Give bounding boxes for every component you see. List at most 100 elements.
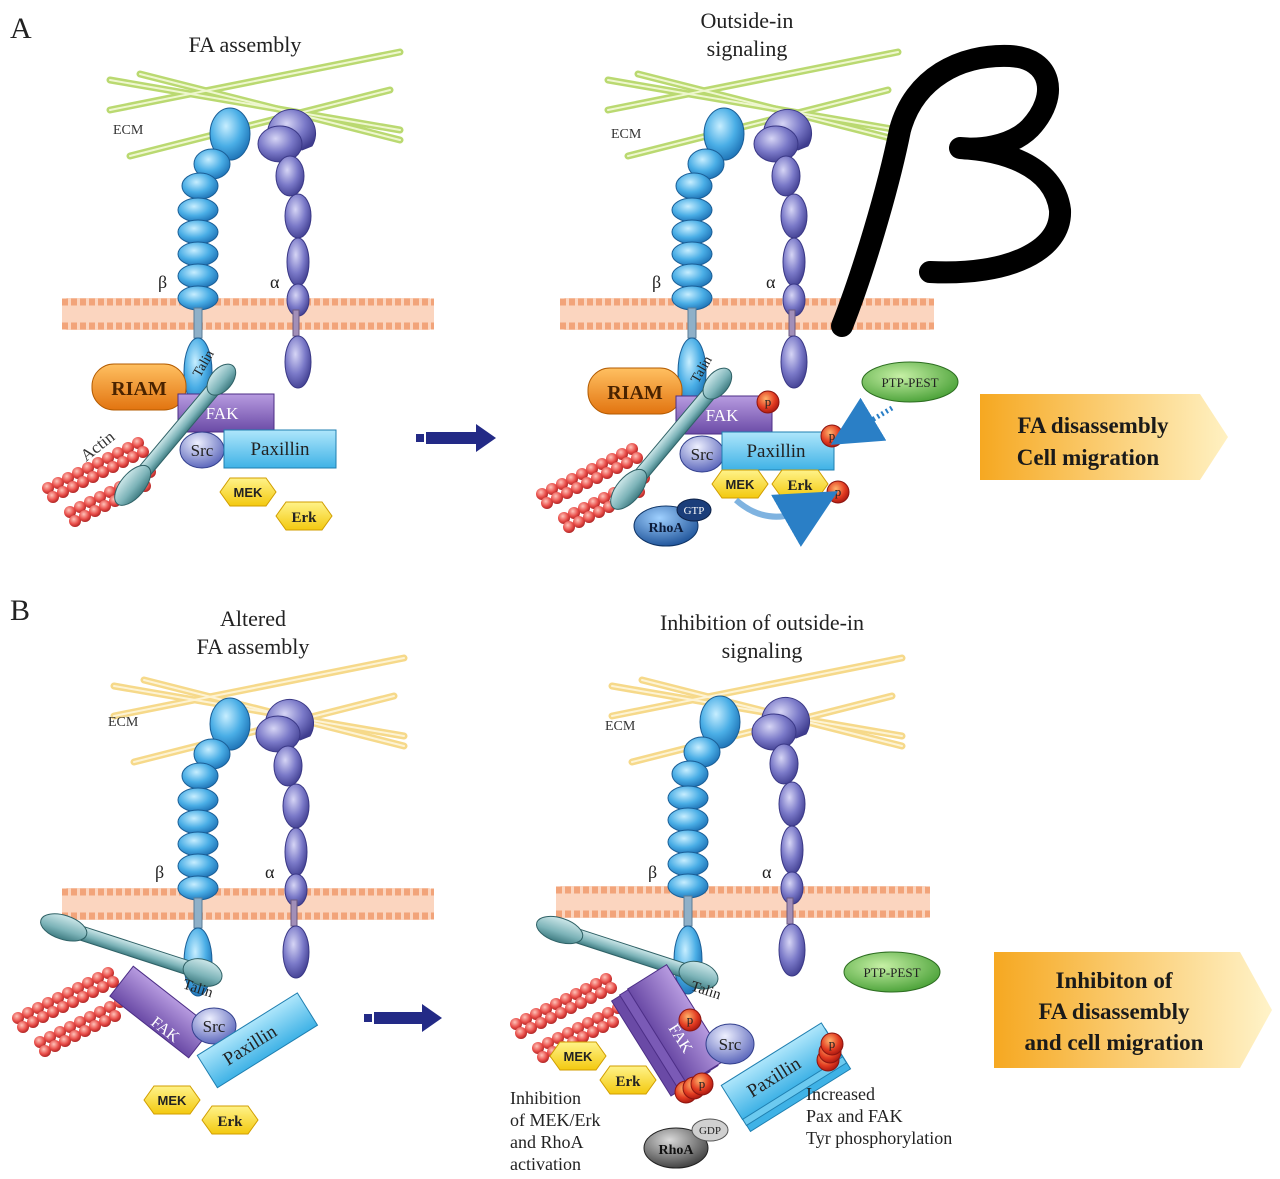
phospho-paxillin-label: p (829, 428, 836, 443)
panel-b: B Altered FA assembly ECM β α Talin (10, 594, 1272, 1174)
ecm-label: ECM (108, 715, 139, 730)
transition-arrow-b (364, 1004, 442, 1032)
gdp-badge (691, 1118, 729, 1142)
gdp-label: GDP (699, 1125, 721, 1137)
alpha-label: α (762, 862, 772, 882)
talin-protein (610, 367, 733, 510)
phospho-erk-label: p (835, 484, 842, 499)
src-protein (705, 1023, 755, 1065)
gtp-label: GTP (684, 505, 705, 517)
phospho-fak (756, 390, 780, 414)
src-label: Src (691, 445, 714, 464)
ptp-pest-label: PTP-PEST (881, 375, 938, 390)
erk-label: Erk (615, 1074, 641, 1090)
beta-integrin (177, 697, 251, 997)
erk-label: Erk (217, 1114, 243, 1130)
ecm-fibers (612, 658, 902, 762)
talin-label: Talin (689, 979, 724, 1004)
outcome-b-line1: Inhibiton of (1056, 968, 1173, 993)
outcome-b-line2: FA disassembly (1038, 999, 1190, 1024)
phospho-fak-label: p (765, 394, 772, 409)
cell-membrane (560, 298, 934, 330)
ecm-fibers (114, 658, 404, 762)
src-label: Src (203, 1017, 226, 1036)
outcome-box-b: Inhibiton of FA disassembly and cell mig… (994, 952, 1272, 1068)
beta-label: β (158, 272, 167, 292)
panel-a-left-title: FA assembly (189, 32, 302, 57)
fak-protein-stack (610, 963, 727, 1097)
fak-label: FAK (206, 404, 239, 423)
phospho-paxillin-cluster (816, 1032, 844, 1072)
phospho-fak-label: p (687, 1012, 694, 1027)
ecm-label: ECM (113, 123, 144, 138)
gtp-badge (676, 498, 712, 522)
outcome-a-line1: FA disassembly (1017, 413, 1169, 438)
erk-label: Erk (291, 510, 317, 526)
transition-arrow-a (416, 424, 496, 452)
note-right-line3: Tyr phosphorylation (806, 1128, 952, 1148)
ecm-label: ECM (611, 127, 642, 142)
mek-erk-activation-arrow (734, 491, 839, 547)
beta-label: β (648, 862, 657, 882)
paxillin-protein (223, 429, 337, 469)
ptp-pest-label: PTP-PEST (863, 965, 920, 980)
rhoa-protein (643, 1127, 709, 1169)
riam-label: RIAM (607, 382, 663, 404)
alpha-label: α (766, 272, 776, 292)
note-left-line4: activation (510, 1154, 581, 1174)
ecm-fibers (608, 52, 898, 156)
paxillin-label: Paxillin (250, 439, 310, 460)
panel-b-right: Inhibition of outside-in signaling ECM β… (510, 610, 952, 1174)
panel-a-right-title-1: Outside-in (701, 8, 794, 33)
riam-protein (91, 363, 187, 411)
rhoa-label: RhoA (648, 521, 684, 536)
ptp-pest-arrow (830, 397, 894, 445)
paxillin-label: Paxillin (746, 441, 806, 462)
mek-label: MEK (234, 485, 264, 500)
riam-protein (587, 367, 683, 415)
alpha-integrin (753, 108, 813, 389)
alpha-integrin (257, 108, 317, 389)
phospho-fak (678, 1008, 702, 1032)
note-left-line1: Inhibition (510, 1088, 581, 1108)
paxillin-protein (721, 431, 835, 471)
fak-protein (109, 965, 213, 1059)
panel-b-letter: B (10, 594, 30, 627)
mek-label: MEK (564, 1049, 594, 1064)
fak-label: FAK (706, 406, 739, 425)
cell-membrane (556, 886, 930, 918)
panel-b-left-title-1: Altered (220, 606, 286, 631)
mek-label: MEK (158, 1093, 188, 1108)
panel-b-left-title-2: FA assembly (197, 634, 310, 659)
ptp-pest-protein (843, 951, 941, 993)
riam-label: RIAM (111, 378, 167, 400)
outcome-a-line2: Cell migration (1017, 445, 1160, 470)
beta-integrin (667, 695, 741, 995)
actin-filaments (12, 967, 126, 1057)
mek-label: MEK (726, 477, 756, 492)
panel-b-right-title-2: signaling (722, 638, 803, 663)
cell-membrane (62, 298, 434, 330)
beta-label: β (652, 272, 661, 292)
rhoa-label: RhoA (658, 1143, 694, 1158)
src-label: Src (191, 441, 214, 460)
phospho-fak-cluster (674, 1072, 714, 1104)
ptp-pest-protein (861, 361, 959, 403)
panel-a-right: Outside-in signaling ECM β α RIAM FAK p (536, 8, 959, 547)
cell-membrane (62, 888, 434, 920)
ecm-label: ECM (605, 719, 636, 734)
panel-b-left: Altered FA assembly ECM β α Talin (12, 606, 434, 1135)
src-protein (191, 1007, 237, 1045)
panel-a: A FA assembly ECM β α Actin RIAM FAK (10, 8, 1228, 547)
note-right-line1: Increased (806, 1084, 875, 1104)
src-label: Src (719, 1035, 742, 1054)
phospho-fak-cluster-label: p (699, 1076, 706, 1091)
outcome-b-line3: and cell migration (1025, 1030, 1204, 1055)
note-left-line2: of MEK/Erk (510, 1110, 600, 1130)
ecm-fibers (110, 52, 400, 156)
paxillin-protein (196, 992, 319, 1089)
panel-a-letter: A (10, 12, 32, 45)
outcome-box-a: FA disassembly Cell migration (980, 394, 1228, 480)
alpha-label: α (265, 862, 275, 882)
